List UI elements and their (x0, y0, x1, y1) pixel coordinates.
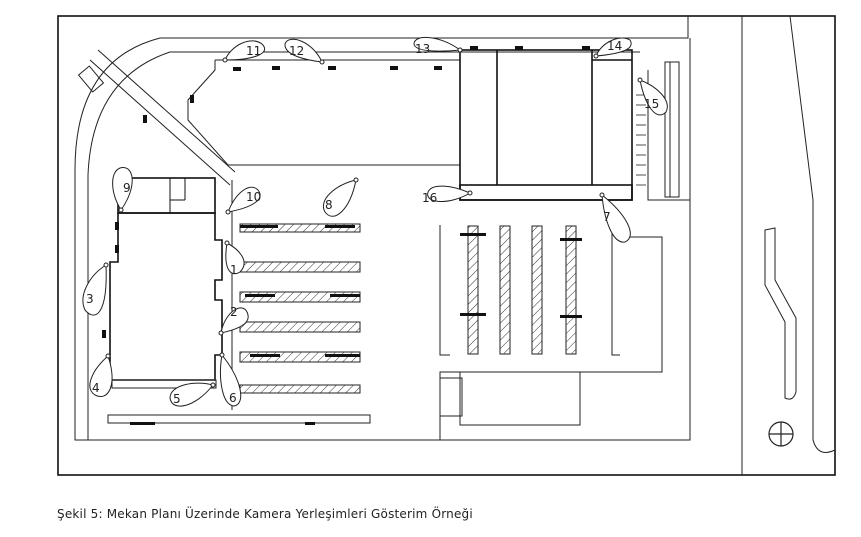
camera-cone-7 (601, 193, 631, 243)
camera-labels: 1 2 3 4 5 6 7 8 9 10 11 12 13 14 15 16 (86, 39, 659, 406)
bottom-parking (107, 414, 371, 425)
camera-label-9: 9 (123, 181, 131, 195)
compass-symbol (768, 421, 794, 447)
camera-label-5: 5 (173, 392, 181, 406)
camera-label-7: 7 (603, 210, 611, 224)
camera-cone-14 (595, 37, 632, 57)
boundary-camera-markers (102, 46, 590, 338)
entrance-road (77, 49, 236, 186)
camera-cone-15 (639, 79, 668, 116)
camera-label-8: 8 (325, 198, 333, 212)
camera-cone-2 (220, 307, 249, 334)
camera-label-10: 10 (246, 190, 261, 204)
main-building (459, 49, 633, 201)
camera-label-6: 6 (229, 391, 237, 405)
camera-cone-12 (284, 39, 323, 63)
road-right (741, 15, 836, 475)
camera-points (103, 47, 643, 388)
right-lot-parking (439, 225, 663, 440)
camera-label-3: 3 (86, 292, 94, 306)
site-boundary (74, 16, 691, 441)
camera-cone-13 (413, 37, 462, 52)
camera-cone-1 (225, 242, 245, 275)
driveway (187, 59, 460, 166)
camera-label-2: 2 (230, 305, 238, 319)
figure-caption: Şekil 5: Mekan Planı Üzerinde Kamera Yer… (57, 507, 473, 521)
camera-cone-3 (82, 264, 107, 316)
camera-cone-8 (322, 179, 357, 217)
middle-parking-rows (231, 180, 361, 410)
camera-label-11: 11 (246, 44, 261, 58)
camera-cone-4 (89, 355, 113, 397)
camera-label-16: 16 (422, 191, 437, 205)
camera-label-15: 15 (644, 97, 659, 111)
camera-cone-10 (227, 186, 261, 213)
camera-label-13: 13 (415, 42, 430, 56)
left-building (109, 177, 223, 381)
camera-cone-5 (169, 382, 214, 407)
camera-cones (82, 37, 668, 407)
camera-label-1: 1 (230, 263, 238, 277)
camera-cone-6 (220, 353, 242, 407)
right-top-parking (636, 61, 690, 201)
camera-label-14: 14 (607, 39, 622, 53)
camera-label-4: 4 (92, 381, 100, 395)
plan-frame (57, 15, 836, 476)
camera-cone-16 (427, 185, 472, 202)
camera-label-12: 12 (289, 44, 304, 58)
camera-cone-11 (224, 40, 265, 61)
camera-cone-9 (112, 167, 133, 211)
